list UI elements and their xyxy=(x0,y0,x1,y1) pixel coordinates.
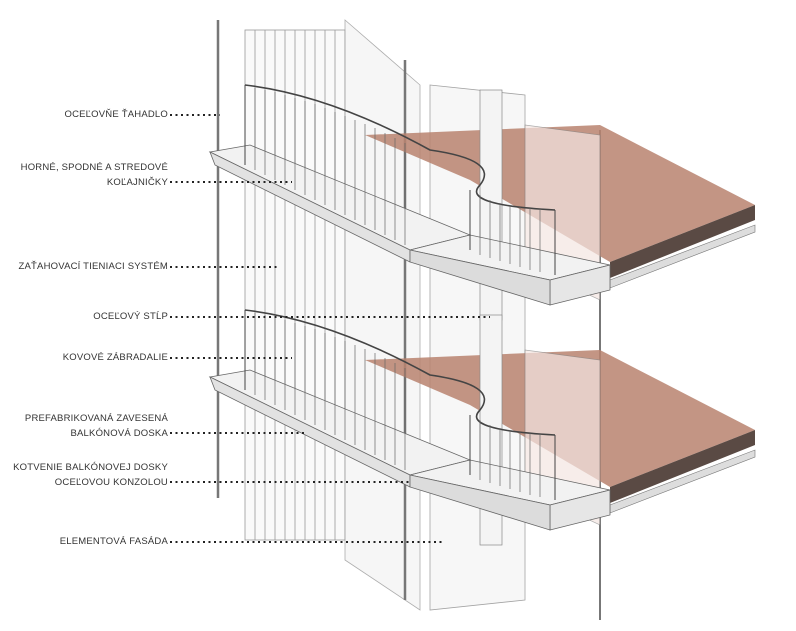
leader-lines xyxy=(170,114,490,543)
label-railing: KOVOVÉ ZÁBRADALIE xyxy=(63,350,168,365)
label-line: OCEĽOVŇE ŤAHADLO xyxy=(64,109,168,120)
label-line: BALKÓNOVÁ DOSKA xyxy=(70,428,168,439)
label-shading-system: ZAŤAHOVACÍ TIENIACI SYSTÉM xyxy=(19,259,168,274)
label-steel-column: OCEĽOVÝ STĹP xyxy=(93,309,168,324)
label-line: ZAŤAHOVACÍ TIENIACI SYSTÉM xyxy=(18,261,168,272)
label-anchoring: KOTVENIE BALKÓNOVEJ DOSKY OCEĽOVOU KONZOL… xyxy=(13,460,168,490)
label-line: OCEĽOVOU KONZOLOU xyxy=(54,477,168,488)
label-line: HORNÉ, SPODNÉ A STREDOVÉ xyxy=(20,162,168,173)
label-rails: HORNÉ, SPODNÉ A STREDOVÉ KOĽAJNIČKY xyxy=(21,160,168,190)
label-balcony-slab: PREFABRIKOVANÁ ZAVESENÁ BALKÓNOVÁ DOSKA xyxy=(25,411,168,441)
label-line: PREFABRIKOVANÁ ZAVESENÁ xyxy=(24,413,168,424)
label-steel-tie-rod: OCEĽOVŇE ŤAHADLO xyxy=(64,107,168,122)
label-line: KOĽAJNIČKY xyxy=(106,177,168,188)
label-element-facade: ELEMENTOVÁ FASÁDA xyxy=(60,534,168,549)
label-line: KOTVENIE BALKÓNOVEJ DOSKY xyxy=(13,462,168,473)
label-line: ELEMENTOVÁ FASÁDA xyxy=(59,536,168,547)
label-line: OCEĽOVÝ STĹP xyxy=(93,311,168,322)
label-line: KOVOVÉ ZÁBRADALIE xyxy=(62,352,168,363)
